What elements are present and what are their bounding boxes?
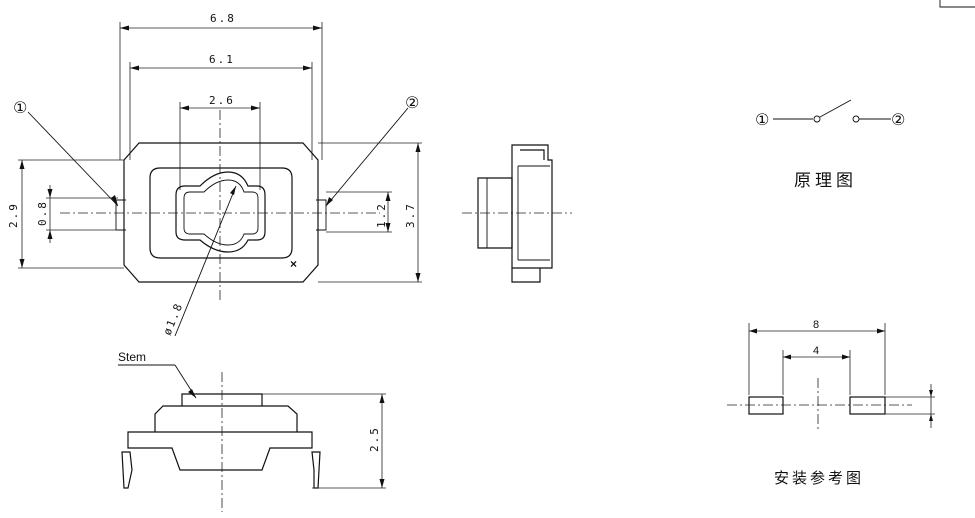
inner-plate	[149, 167, 293, 259]
pin1-label: ①	[13, 98, 27, 117]
mount-dim-4: 4	[813, 345, 819, 357]
schematic-caption: 原理图	[794, 171, 857, 191]
body-outline	[123, 142, 319, 283]
dim-3-7: 3.7	[404, 202, 417, 228]
dim-6-1: 6.1	[209, 53, 235, 66]
mount-dim-8: 8	[813, 319, 819, 331]
stem-label: Stem	[118, 350, 146, 364]
schematic-pin2: ②	[891, 110, 905, 129]
dim-2-6: 2.6	[209, 94, 235, 107]
pad-left	[748, 396, 784, 415]
dim-2-9: 2.9	[7, 202, 20, 228]
mounting-footprint: 8 4 安装参考图	[727, 319, 935, 487]
mounting-caption: 安装参考图	[774, 469, 864, 487]
dim-0-8: 0.8	[36, 200, 49, 226]
end-view	[462, 144, 572, 283]
pad-right	[849, 396, 886, 415]
dim-6-8: 6.8	[210, 12, 236, 25]
mark-x: ×	[290, 257, 297, 271]
dim-2-5: 2.5	[368, 426, 381, 452]
top-view: 6.8 6.1 2.6 2.9	[7, 12, 422, 337]
dim-1-2: 1.2	[375, 202, 388, 228]
stem-hole	[175, 171, 266, 253]
frame-corner	[939, 0, 975, 8]
schematic-pin1: ①	[755, 110, 769, 129]
side-view: Stem 2.5	[118, 350, 386, 512]
schematic: ① ② 原理图	[755, 99, 905, 191]
pin2-label: ②	[405, 93, 419, 112]
